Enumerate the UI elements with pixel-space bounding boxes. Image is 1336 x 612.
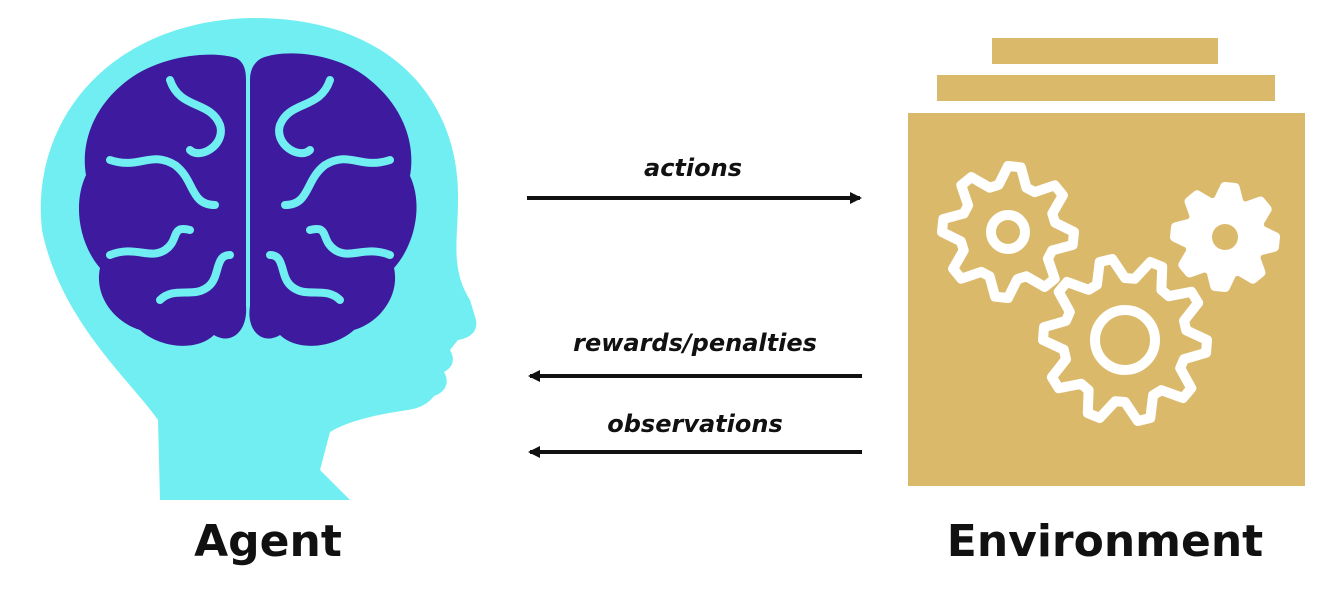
environment-box bbox=[908, 113, 1305, 486]
gears-icon bbox=[937, 161, 1280, 426]
agent-icon bbox=[40, 17, 477, 501]
gear-large-hole bbox=[1090, 305, 1160, 375]
observations-label: observations bbox=[607, 410, 782, 438]
gear-large bbox=[1038, 254, 1212, 426]
brain-icon bbox=[78, 53, 417, 346]
agent-label: Agent bbox=[194, 516, 342, 567]
environment-lid-top bbox=[992, 38, 1218, 64]
environment-label: Environment bbox=[946, 516, 1264, 567]
observations-arrow: observations bbox=[528, 410, 862, 458]
rewards-arrow: rewards/penalties bbox=[528, 329, 862, 382]
gear-small-hole bbox=[986, 210, 1030, 254]
environment-lid bbox=[937, 75, 1275, 101]
gear-small bbox=[937, 161, 1079, 303]
actions-label: actions bbox=[644, 154, 742, 182]
gear-tiny-hole bbox=[1212, 224, 1238, 250]
rewards-label: rewards/penalties bbox=[573, 329, 817, 357]
environment-icon bbox=[908, 38, 1305, 486]
actions-arrow: actions bbox=[527, 154, 862, 204]
